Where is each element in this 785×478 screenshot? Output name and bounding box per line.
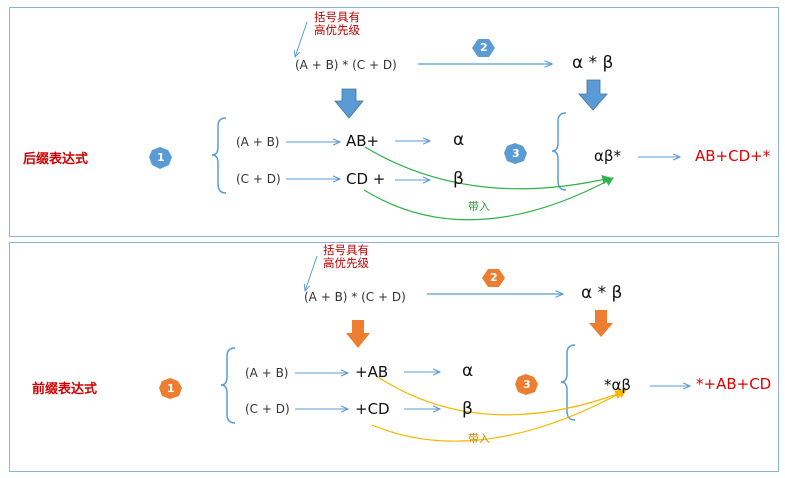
beta-symbol: β <box>462 399 473 419</box>
precedence-note-line2: 高优先级 <box>323 256 369 270</box>
precedence-note-line1: 括号具有 <box>314 10 360 24</box>
beta-symbol: β <box>453 169 464 189</box>
note-pointer-arrow <box>305 255 318 291</box>
big-down-arrow-left <box>346 320 370 348</box>
big-down-arrow-right <box>578 79 608 111</box>
big-down-arrow-left <box>334 88 364 119</box>
infix-expression: (A + B) * (C + D) <box>304 290 406 304</box>
step-badge-2 <box>482 269 505 287</box>
step-badge-3-label: 3 <box>512 147 520 160</box>
ab-term: (A + B) <box>245 366 289 380</box>
substitute-curve-inner <box>374 374 624 416</box>
combined-expression: *αβ <box>604 376 631 394</box>
note-pointer-arrow <box>295 21 308 57</box>
precedence-note-line2: 高优先级 <box>314 23 360 37</box>
ab-result: AB+ <box>346 132 380 150</box>
section-title: 后缀表达式 <box>23 152 89 167</box>
step-badge-1-label: 1 <box>157 151 165 164</box>
right-brace <box>551 112 567 191</box>
final-prefix-result: *+AB+CD <box>696 375 772 393</box>
right-brace <box>560 344 576 421</box>
postfix-panel <box>9 7 779 237</box>
substitute-curve-outer <box>371 389 627 442</box>
left-brace <box>211 117 227 194</box>
step-badge-1-label: 1 <box>167 382 175 395</box>
step-badge-3-label: 3 <box>523 378 531 391</box>
substitute-curve-outer <box>363 177 614 221</box>
combined-expression: αβ* <box>594 147 621 165</box>
big-down-arrow-right <box>589 310 613 337</box>
ab-result: +AB <box>355 363 389 381</box>
section-title: 前缀表达式 <box>32 382 98 397</box>
step-badge-3 <box>504 143 527 164</box>
left-brace <box>220 347 236 424</box>
substitute-curve-inner <box>364 146 611 190</box>
alpha-symbol: α <box>453 130 465 150</box>
precedence-note: 括号具有 高优先级 <box>314 11 360 37</box>
substitute-label: 带入 <box>468 432 490 445</box>
step-badge-2-label: 2 <box>490 271 498 284</box>
alpha-symbol: α <box>462 361 474 381</box>
infix-expression: (A + B) * (C + D) <box>295 58 397 72</box>
cd-term: (C + D) <box>236 172 281 186</box>
substitute-label: 带入 <box>468 200 490 213</box>
cd-term: (C + D) <box>245 402 290 416</box>
step-badge-1 <box>159 378 182 399</box>
step-badge-3 <box>515 374 538 395</box>
cd-result: CD + <box>346 170 386 188</box>
step-badge-2 <box>472 39 495 57</box>
cd-result: +CD <box>355 400 390 418</box>
step-badge-2-label: 2 <box>480 41 488 54</box>
precedence-note-line1: 括号具有 <box>323 243 369 257</box>
step-badge-1 <box>149 147 172 169</box>
alpha-times-beta: α * β <box>581 283 623 303</box>
precedence-note: 括号具有 高优先级 <box>323 244 369 270</box>
alpha-times-beta: α * β <box>572 53 614 73</box>
final-postfix-result: AB+CD+* <box>695 147 771 165</box>
prefix-panel <box>9 242 779 472</box>
ab-term: (A + B) <box>236 135 280 149</box>
